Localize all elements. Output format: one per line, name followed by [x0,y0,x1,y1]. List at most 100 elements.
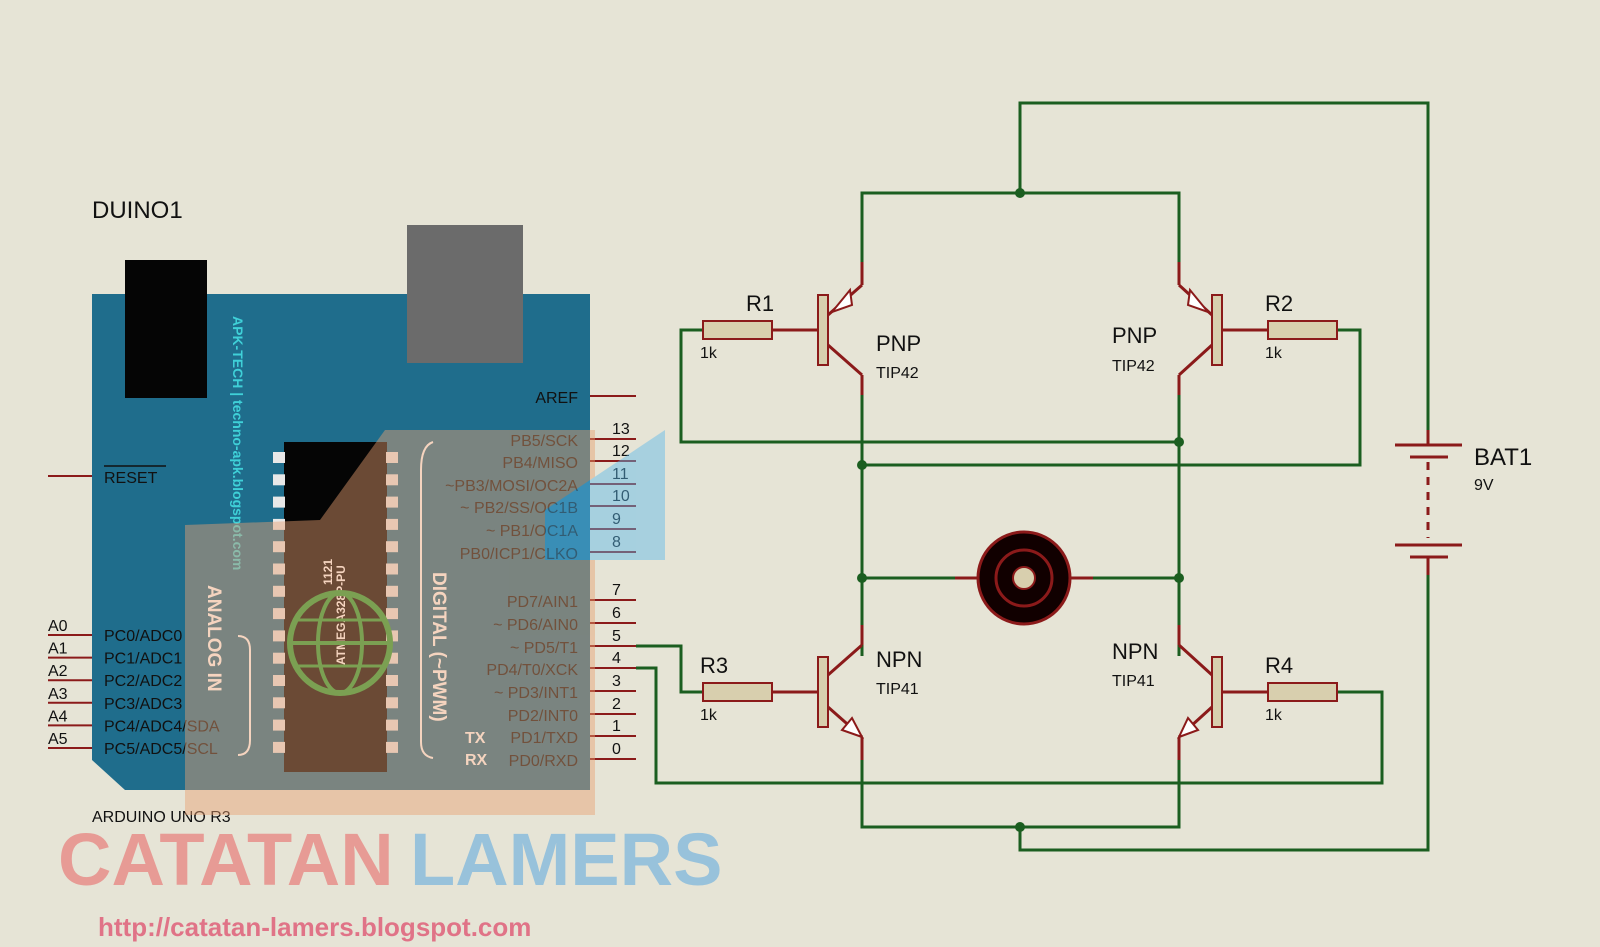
digital-pin-row: 10~ PB2/SS/OC1B [460,488,636,517]
resistor-r1: R1 1k [700,291,774,362]
globe-logo-icon [287,590,393,696]
junction-dot [857,573,867,583]
digital-pin-row: 13PB5/SCK [510,421,636,450]
wire-pin4-r4 [636,666,1384,785]
digital-pin-number: 5 [612,628,621,645]
digital-pin-number: 8 [612,534,621,551]
chip-pin [386,697,398,709]
digital-pin-number: 9 [612,511,621,528]
transistor-q1 [772,262,864,395]
digital-pin-name: ~PB3/MOSI/OC2A [445,478,578,495]
digital-pin-number: 6 [612,605,621,622]
wire-r2-loop [862,328,1362,467]
chip-pin [273,652,285,664]
analog-pin-name: PC0/ADC0 [104,628,182,645]
digital-pin-name: PD4/T0/XCK [486,662,578,679]
digital-pin-row: 9 ~ PB1/OC1A [486,511,636,540]
chip-pin [273,496,285,508]
chip-pin [386,652,398,664]
r1-value: 1k [700,345,718,362]
junction-dot [1015,188,1025,198]
junction-dot [1174,437,1184,447]
chip-pin [386,474,398,486]
wires [636,101,1430,852]
analog-pin-number: A2 [48,663,68,680]
wire-r1-loop [679,328,1179,444]
chip-pins-right [386,452,398,753]
chip-pin [386,518,398,530]
watermark: CATATAN LAMERS http://catatan-lamers.blo… [58,430,722,942]
chip-pin [273,741,285,753]
arduino-board: DUINO1 ARDUINO UNO R3 APK-TECH | techno-… [48,197,636,826]
analog-pins: A0PC0/ADC0A1PC1/ADC1A2PC2/ADC2A3PC3/ADC3… [48,618,220,758]
wire-battery-positive [1018,101,1430,440]
chip-code: 1121 [321,559,335,585]
digital-pin-row: 2PD2/INT0 [508,696,636,725]
digital-pin-number: 2 [612,696,621,713]
q1-model: TIP42 [876,365,919,382]
analog-pin-name: PC1/ADC1 [104,651,182,668]
digital-pin-number: 1 [612,718,621,735]
digital-pin-name: ~ PB2/SS/OC1B [460,500,578,517]
digital-bracket [420,441,434,759]
analog-pin-number: A5 [48,731,68,748]
junction-dot [857,460,867,470]
digital-pin-row: 8PB0/ICP1/CLKO [460,534,636,563]
board-ref: DUINO1 [92,197,183,224]
digital-pin-number: 0 [612,741,621,758]
chip-pin [386,496,398,508]
wire-battery-negative [1018,568,1430,852]
digital-pin-name: PD0/RXD [509,753,578,770]
chip-pin [386,719,398,731]
analog-pin-number: A4 [48,708,68,725]
watermark-url: http://catatan-lamers.blogspot.com [98,912,531,942]
digital-pin-row: 5~ PD5/T1 [510,628,636,657]
chip-pin [386,452,398,463]
analog-pin-name: PC4/ADC4/SDA [104,718,220,735]
analog-group-label: ANALOG IN [203,585,224,692]
board-model: ARDUINO UNO R3 [92,809,231,826]
rx-label: RX [465,752,488,769]
chip-pin [386,563,398,575]
r2-ref: R2 [1265,291,1293,316]
chip-pin [273,541,285,553]
digital-pin-number: 12 [612,443,630,460]
chip-pin [273,675,285,686]
digital-pin-name: ~ PB1/OC1A [486,523,578,540]
q4-type: NPN [1112,639,1158,664]
analog-pin-number: A3 [48,686,68,703]
reset-label: RESET [104,470,158,487]
resistor-r3: R3 1k [700,653,773,724]
digital-pin-row: 11~PB3/MOSI/OC2A [445,466,636,495]
r1-ref: R1 [746,291,774,316]
digital-pin-number: 13 [612,421,630,438]
chip-pin [273,563,285,575]
digital-pin-name: PD2/INT0 [508,708,578,725]
r4-ref: R4 [1265,653,1293,678]
chip-pin [386,541,398,553]
chip-pin [273,452,285,463]
q3-type: NPN [876,647,922,672]
chip-pin [273,474,285,486]
analog-bracket [237,635,251,756]
digital-group-label: DIGITAL (~PWM) [428,572,449,722]
q4-model: TIP41 [1112,673,1155,690]
digital-pins: 13PB5/SCK12PB4/MISO11~PB3/MOSI/OC2A10~ P… [445,421,636,770]
watermark-part2: LAMERS [410,818,722,901]
digital-pin-row: 6~ PD6/AIN0 [493,605,636,634]
digital-pin-row: 7PD7/AIN1 [507,582,636,611]
digital-pin-row: 12PB4/MISO [502,443,636,472]
wire-pin5-r3 [636,644,703,694]
transistor-q2 [1177,262,1268,395]
dc-motor-icon [955,530,1093,626]
digital-pin-row: 3~ PD3/INT1 [494,673,636,702]
digital-pin-name: ~ PD3/INT1 [494,685,578,702]
junction-dot [1015,822,1025,832]
digital-pin-row: 0PD0/RXD [509,741,636,770]
atmega-chip: ATMEGA328P-PU 1121 [273,442,398,772]
